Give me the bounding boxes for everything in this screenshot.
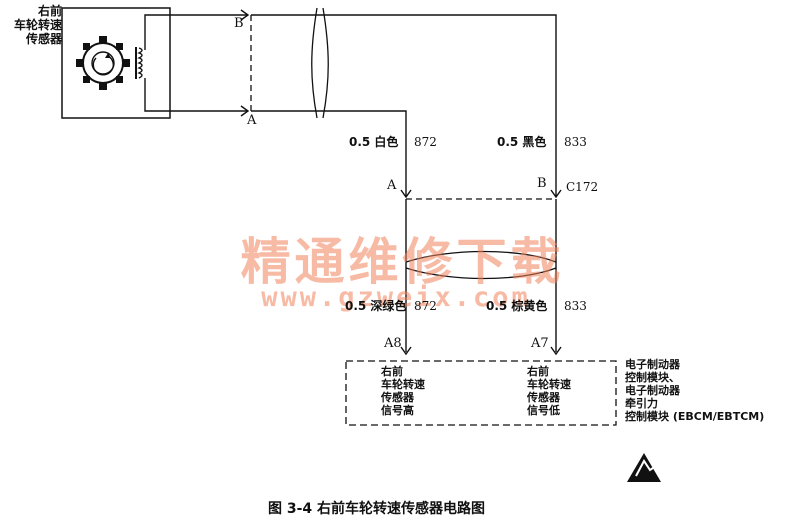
sensor-label-line: 右前 [37, 4, 62, 18]
wire-circuit-left: 872 [414, 135, 437, 149]
twisted-pair-upper [311, 7, 329, 119]
sensor-label: 右前 车轮转速 传感器 [5, 4, 62, 46]
connector-arrow-b [240, 9, 250, 21]
module-name-line: 电子制动器 [625, 384, 680, 397]
signal-high-line: 传感器 [381, 391, 414, 404]
terminal-arrow-a8 [400, 346, 412, 356]
terminal-arrow-a7 [550, 346, 562, 356]
signal-high-label: 右前 车轮转速 传感器 信号高 [381, 365, 425, 417]
signal-low-label: 右前 车轮转速 传感器 信号低 [527, 365, 571, 417]
sensor-pin-a: A [247, 113, 257, 128]
figure-caption: 图 3-4 右前车轮转速传感器电路图 [268, 501, 486, 517]
module-name-line: 牵引力 [625, 397, 658, 410]
signal-high-line: 右前 [381, 365, 403, 378]
module-name-line: 控制模块、 [625, 371, 680, 384]
pickup-coil-icon [135, 47, 143, 79]
coil-lead-a [144, 78, 248, 112]
lower-wire-spec-left: 0.5 深绿色 [345, 299, 407, 313]
sensor-housing [61, 7, 171, 119]
wire-circuit-right: 833 [564, 135, 587, 149]
connector-pin-b: B [537, 176, 547, 191]
lower-wire-spec-right: 0.5 棕黄色 [486, 299, 548, 313]
module-box [345, 360, 617, 426]
connector-arrow-a [240, 105, 250, 117]
sensor-label-line: 车轮转速 [13, 18, 62, 32]
signal-low-line: 信号低 [527, 404, 560, 417]
wire-spec-left: 0.5 白色 [349, 135, 399, 149]
terminal-a8: A8 [384, 336, 402, 351]
lower-wire-circuit-right: 833 [564, 299, 587, 313]
lower-wire-circuit-left: 872 [414, 299, 437, 313]
signal-low-line: 右前 [527, 365, 549, 378]
esd-warning-icon [627, 453, 661, 482]
connector-pin-a: A [387, 178, 397, 193]
signal-low-line: 车轮转速 [527, 378, 571, 391]
module-name-line: 控制模块 (EBCM/EBTCM) [625, 410, 765, 423]
signal-low-line: 传感器 [527, 391, 560, 404]
watermark-title: 精通维修下载 [240, 233, 565, 291]
connector-id: C172 [566, 180, 599, 194]
wire-872-upper [251, 110, 407, 165]
wire-spec-right: 0.5 黑色 [497, 135, 547, 149]
signal-high-line: 信号高 [381, 404, 414, 417]
coil-lead-b [144, 14, 248, 50]
wire-833-upper [251, 14, 557, 165]
module-name-line: 电子制动器 [625, 358, 680, 371]
twisted-pair-lower [405, 250, 557, 280]
signal-high-line: 车轮转速 [381, 378, 425, 391]
module-name: 电子制动器 控制模块、 电子制动器 牵引力 控制模块 (EBCM/EBTCM) [625, 358, 764, 423]
terminal-a7: A7 [531, 336, 549, 351]
tone-wheel-icon [76, 36, 130, 90]
sensor-label-line: 传感器 [25, 32, 62, 46]
sensor-pin-b: B [234, 16, 244, 31]
watermark-url: www.gzweix.com [261, 282, 531, 313]
